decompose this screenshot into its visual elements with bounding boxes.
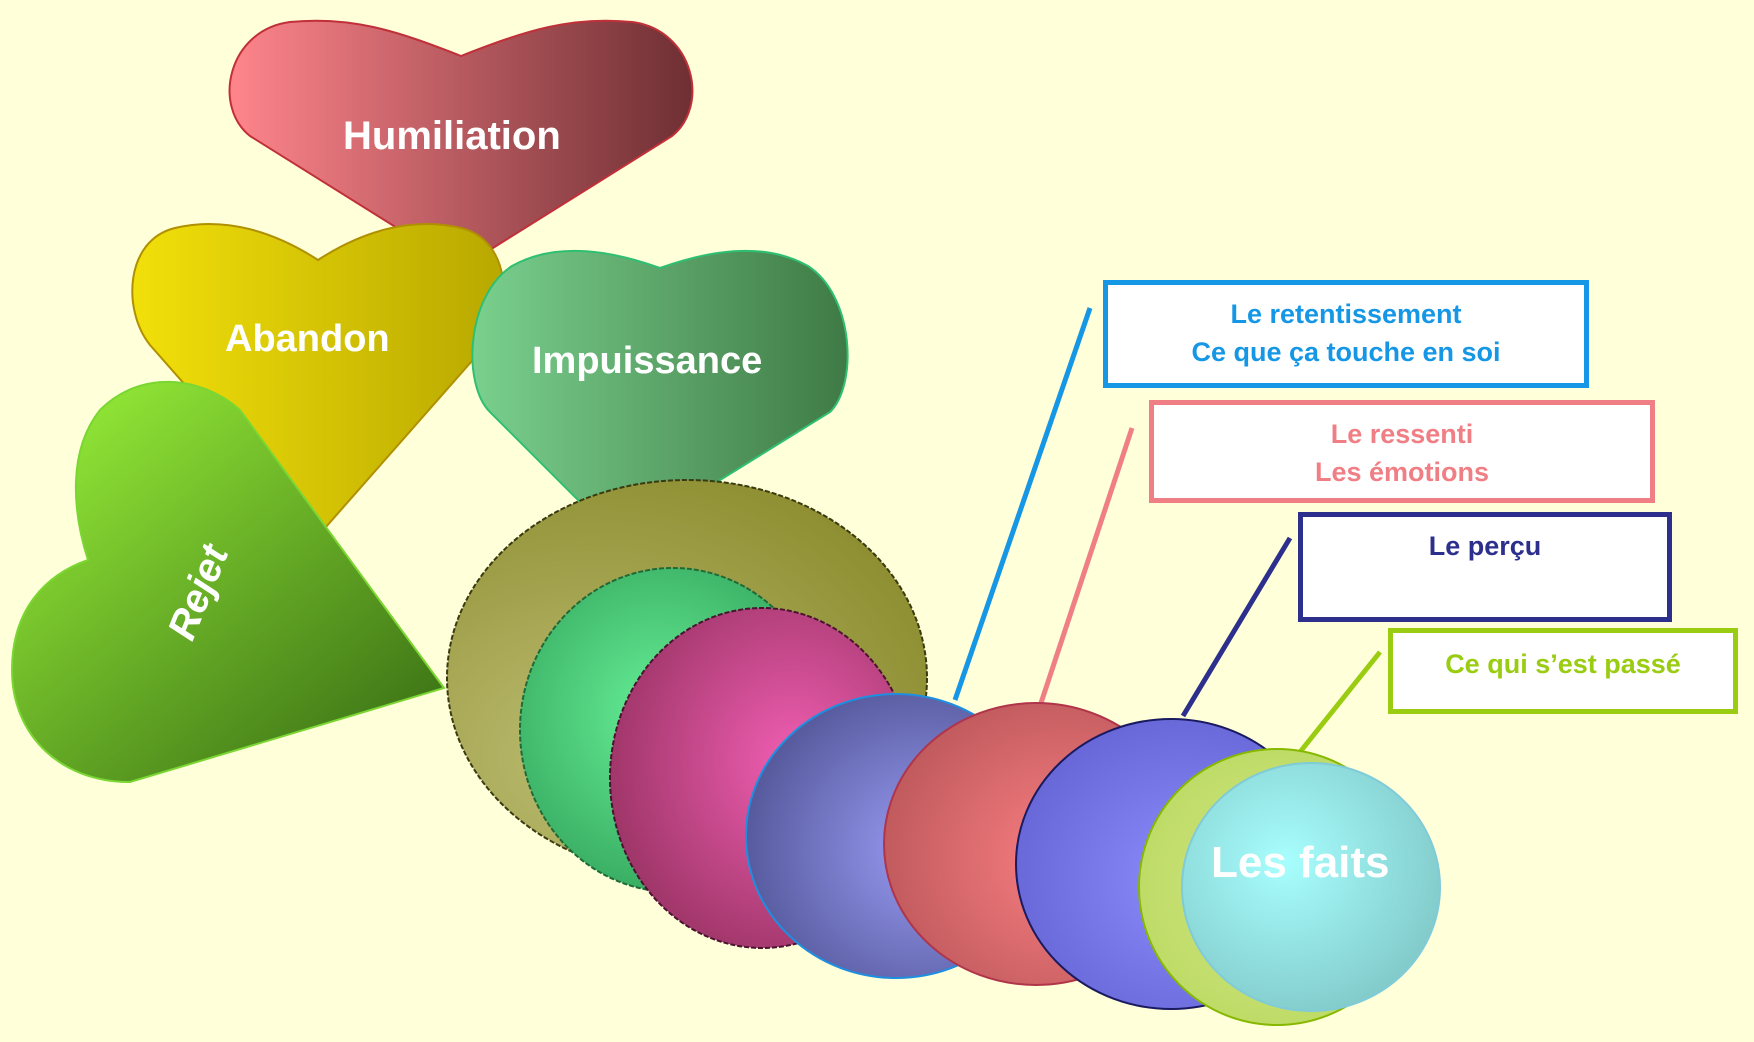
level-label-passe: Ce qui s’est passé <box>1445 649 1681 679</box>
heart-rejet <box>10 380 446 784</box>
level-label-ressenti-1: Le ressenti <box>1330 419 1474 449</box>
level-box-passe: Ce qui s’est passé <box>1388 628 1738 714</box>
connector-passe <box>1298 650 1382 754</box>
connector-percu <box>1180 536 1293 718</box>
level-label-ressenti-2: Les émotions <box>1314 457 1490 487</box>
heart-impuissance <box>471 249 849 544</box>
center-label-faits: Les faits <box>1211 838 1390 887</box>
level-label-retentissement-2: Ce que ça touche en soi <box>1191 337 1501 367</box>
heart-humiliation <box>228 19 694 270</box>
connector-retentissement <box>952 307 1093 701</box>
level-label-percu: Le perçu <box>1428 531 1542 561</box>
level-box-retentissement: Le retentissement Ce que ça touche en so… <box>1103 280 1589 388</box>
heart-label-impuissance: Impuissance <box>532 340 763 382</box>
level-box-percu: Le perçu <box>1298 512 1672 622</box>
heart-label-humiliation: Humiliation <box>343 114 561 158</box>
level-box-ressenti: Le ressenti Les émotions <box>1149 400 1655 503</box>
heart-abandon <box>131 222 505 538</box>
circle-cyan <box>1181 762 1441 1012</box>
connector-ressenti <box>1037 427 1135 707</box>
level-label-retentissement-1: Le retentissement <box>1230 299 1462 329</box>
heart-label-abandon: Abandon <box>225 318 390 360</box>
